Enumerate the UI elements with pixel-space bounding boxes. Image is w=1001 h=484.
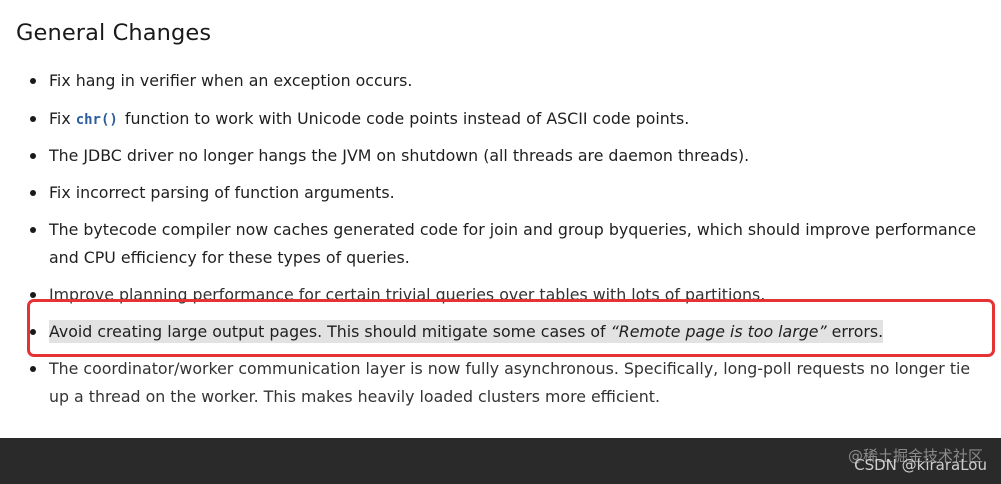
item-text-before: Avoid creating large output pages. This … xyxy=(49,322,611,341)
item-text-after: errors. xyxy=(826,322,884,341)
section-heading: General Changes xyxy=(16,20,212,46)
item-text-after: function to work with Unicode code point… xyxy=(119,109,690,128)
highlighted-text: Avoid creating large output pages. This … xyxy=(49,320,884,343)
item-text: Improve planning performance for certain… xyxy=(49,285,766,304)
bullet-icon xyxy=(30,366,36,372)
item-text: Fix hang in verifier when an exception o… xyxy=(49,71,413,90)
footer-bar xyxy=(0,438,1001,484)
list-item-highlighted: Avoid creating large output pages. This … xyxy=(30,318,984,346)
list-item: Fix hang in verifier when an exception o… xyxy=(30,67,984,95)
item-text: The bytecode compiler now caches generat… xyxy=(49,220,977,267)
item-text-before: Fix xyxy=(49,109,76,128)
list-item: The bytecode compiler now caches generat… xyxy=(30,216,984,272)
bullet-icon xyxy=(30,116,36,122)
list-item: Improve planning performance for certain… xyxy=(30,281,984,309)
item-text: Fix incorrect parsing of function argume… xyxy=(49,183,395,202)
item-text-italic: “Remote page is too large” xyxy=(610,322,827,341)
item-text: The JDBC driver no longer hangs the JVM … xyxy=(49,146,750,165)
bullet-icon xyxy=(30,292,36,298)
list-item: Fix incorrect parsing of function argume… xyxy=(30,179,984,207)
bullet-icon xyxy=(30,227,36,233)
release-notes-document: General Changes Fix hang in verifier whe… xyxy=(16,20,995,411)
bullet-icon xyxy=(30,329,36,335)
bullet-icon xyxy=(30,190,36,196)
bullet-icon xyxy=(30,78,36,84)
bullet-icon xyxy=(30,153,36,159)
inline-code: chr() xyxy=(75,112,118,128)
item-text: The coordinator/worker communication lay… xyxy=(49,359,971,406)
watermark-juejin: @稀土掘金技术社区 xyxy=(847,447,983,465)
list-item: The JDBC driver no longer hangs the JVM … xyxy=(30,142,984,170)
list-item: The coordinator/worker communication lay… xyxy=(30,355,984,411)
list-item: Fix chr() function to work with Unicode … xyxy=(30,105,984,134)
watermark-csdn: CSDN @kiraraLou xyxy=(854,456,987,474)
